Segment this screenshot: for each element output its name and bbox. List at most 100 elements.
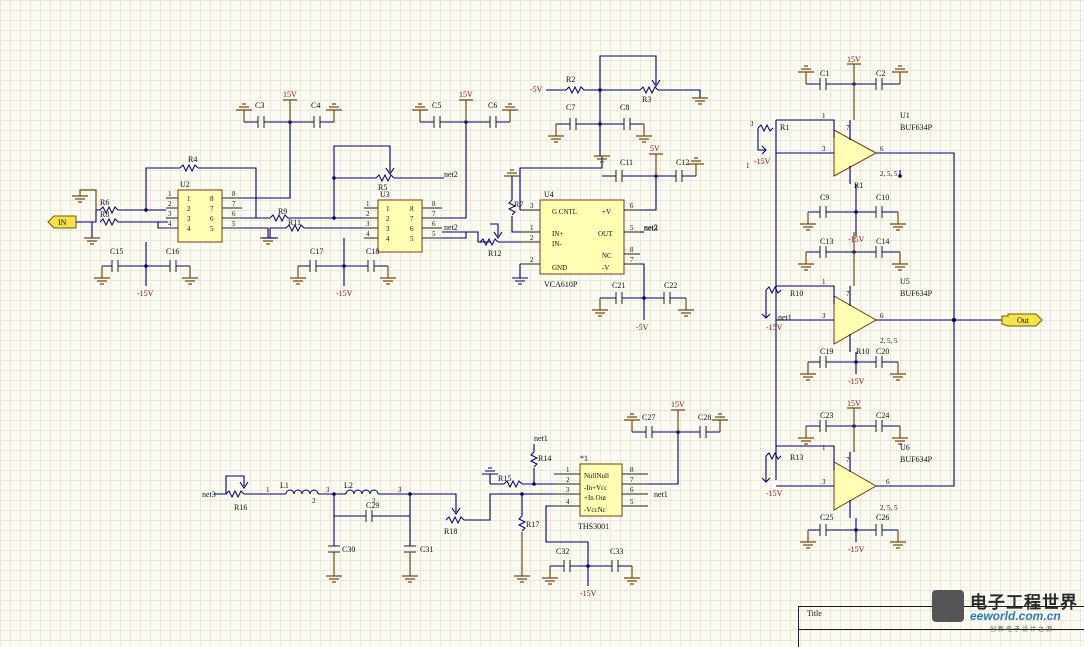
r5-label: R5 [378,183,387,192]
u2-pins-inner: 1 2 3 4 8 7 6 5 [187,195,214,233]
svg-text:8: 8 [410,205,414,213]
c17-label: C17 [310,247,323,256]
rail-m5-u4: -5V [636,323,649,332]
svg-text:7: 7 [630,476,634,484]
c31-label: C31 [420,545,433,554]
svg-text:U5: U5 [900,277,910,286]
svg-text:8: 8 [630,466,634,474]
svg-text:+In Out: +In Out [584,494,606,502]
resistor-r17 [517,515,527,532]
svg-text:BUF634P: BUF634P [900,123,933,132]
svg-text:7: 7 [846,290,850,298]
svg-text:3: 3 [566,486,570,494]
rail-p5: 5V [650,144,660,153]
c23-label: C23 [820,411,833,420]
r18-label: R18 [444,527,457,536]
chip-u3[interactable] [377,199,423,253]
c12-label: C12 [676,158,689,167]
svg-text:4: 4 [366,230,370,238]
svg-text:5: 5 [410,235,414,243]
c9-label: C9 [820,193,829,202]
c8-label: C8 [620,103,629,112]
chip-ths3001[interactable] [579,463,623,517]
net1-label-u5: net1 [778,313,792,322]
svg-text:2: 2 [566,476,570,484]
svg-text:5: 5 [232,220,236,228]
svg-text:5: 5 [432,230,436,238]
net2-label-r5: net2 [444,170,458,179]
svg-text:7: 7 [846,124,850,132]
svg-text:+V: +V [602,208,611,216]
svg-text:8: 8 [210,195,214,203]
rail-p15-u2: 15V [283,90,297,99]
rail-m15-u1: -15V [848,235,865,244]
resistor-r4 [179,163,199,173]
svg-text:6: 6 [432,220,436,228]
c28-label: C28 [698,413,711,422]
svg-text:8: 8 [432,200,436,208]
r14-label: R14 [538,454,551,463]
buffer-u5[interactable]: U5 BUF634P 2, 5, 5 [833,277,933,345]
c3-label: C3 [255,101,264,110]
svg-text:3: 3 [326,486,330,494]
c30-label: C30 [342,545,355,554]
svg-text:7: 7 [432,210,436,218]
chip-u2[interactable] [177,189,223,243]
c29-label: C29 [366,501,379,510]
r1-lower-label: R1 [854,181,863,190]
r13-label: R13 [790,453,803,462]
net3-label-u4: net3 [644,224,658,233]
resistor-r3 [639,85,659,95]
resistor-r15 [503,479,523,489]
buffer-u6[interactable]: U6 BUF634P 2, 5, 5 [833,443,933,512]
svg-text:2: 2 [168,200,172,208]
svg-text:1: 1 [566,466,570,474]
c26-label: C26 [876,513,889,522]
svg-text:3: 3 [822,478,826,486]
svg-text:1: 1 [266,486,270,494]
c22-label: C22 [664,281,677,290]
svg-text:6: 6 [880,145,884,153]
svg-text:6: 6 [630,486,634,494]
svg-text:4: 4 [187,225,191,233]
r16-label: R16 [234,503,247,512]
input-port-label: IN [58,218,67,227]
logo-title: 电子工程世界 [970,593,1078,613]
r7-label: R7 [514,200,523,209]
svg-text:2: 2 [530,256,534,264]
output-port-label: Out [1017,316,1030,325]
net1-label-r14: net1 [534,434,548,443]
resistor-r16 [225,489,245,499]
logo-slogan: 创新电子设计之源 [990,626,1055,633]
svg-text:2: 2 [386,215,390,223]
c10-label: C10 [876,193,889,202]
svg-text:8: 8 [232,190,236,198]
r1-label: R1 [780,123,789,132]
output-port[interactable]: Out [1001,313,1043,327]
c13-label: C13 [820,237,833,246]
c16-label: C16 [166,247,179,256]
logo-icon [932,590,964,622]
chip-u4-vca610p[interactable] [539,199,625,275]
r4-label: R4 [188,155,197,164]
resistor-r10 [765,285,782,295]
svg-text:U1: U1 [900,111,910,120]
svg-text:3: 3 [398,486,402,494]
svg-text:1: 1 [822,112,826,120]
svg-text:7: 7 [630,256,634,264]
r9-label: R9 [278,207,287,216]
rail-p15-u6: 15V [847,399,861,408]
inductor-l2 [345,489,379,495]
ths-ref: *1 [580,454,588,463]
svg-text:5: 5 [210,225,214,233]
resistor-r12 [479,237,499,247]
svg-text:-V: -V [602,264,609,272]
gnd-symbol [84,237,100,245]
svg-text:7: 7 [410,215,414,223]
u2-pins-right: 8 7 6 5 [222,190,242,229]
svg-text:BUF634P: BUF634P [900,455,933,464]
svg-text:3: 3 [822,312,826,320]
input-port[interactable]: IN [47,215,77,229]
resistor-r7 [507,199,517,216]
r10-label: R10 [790,289,803,298]
